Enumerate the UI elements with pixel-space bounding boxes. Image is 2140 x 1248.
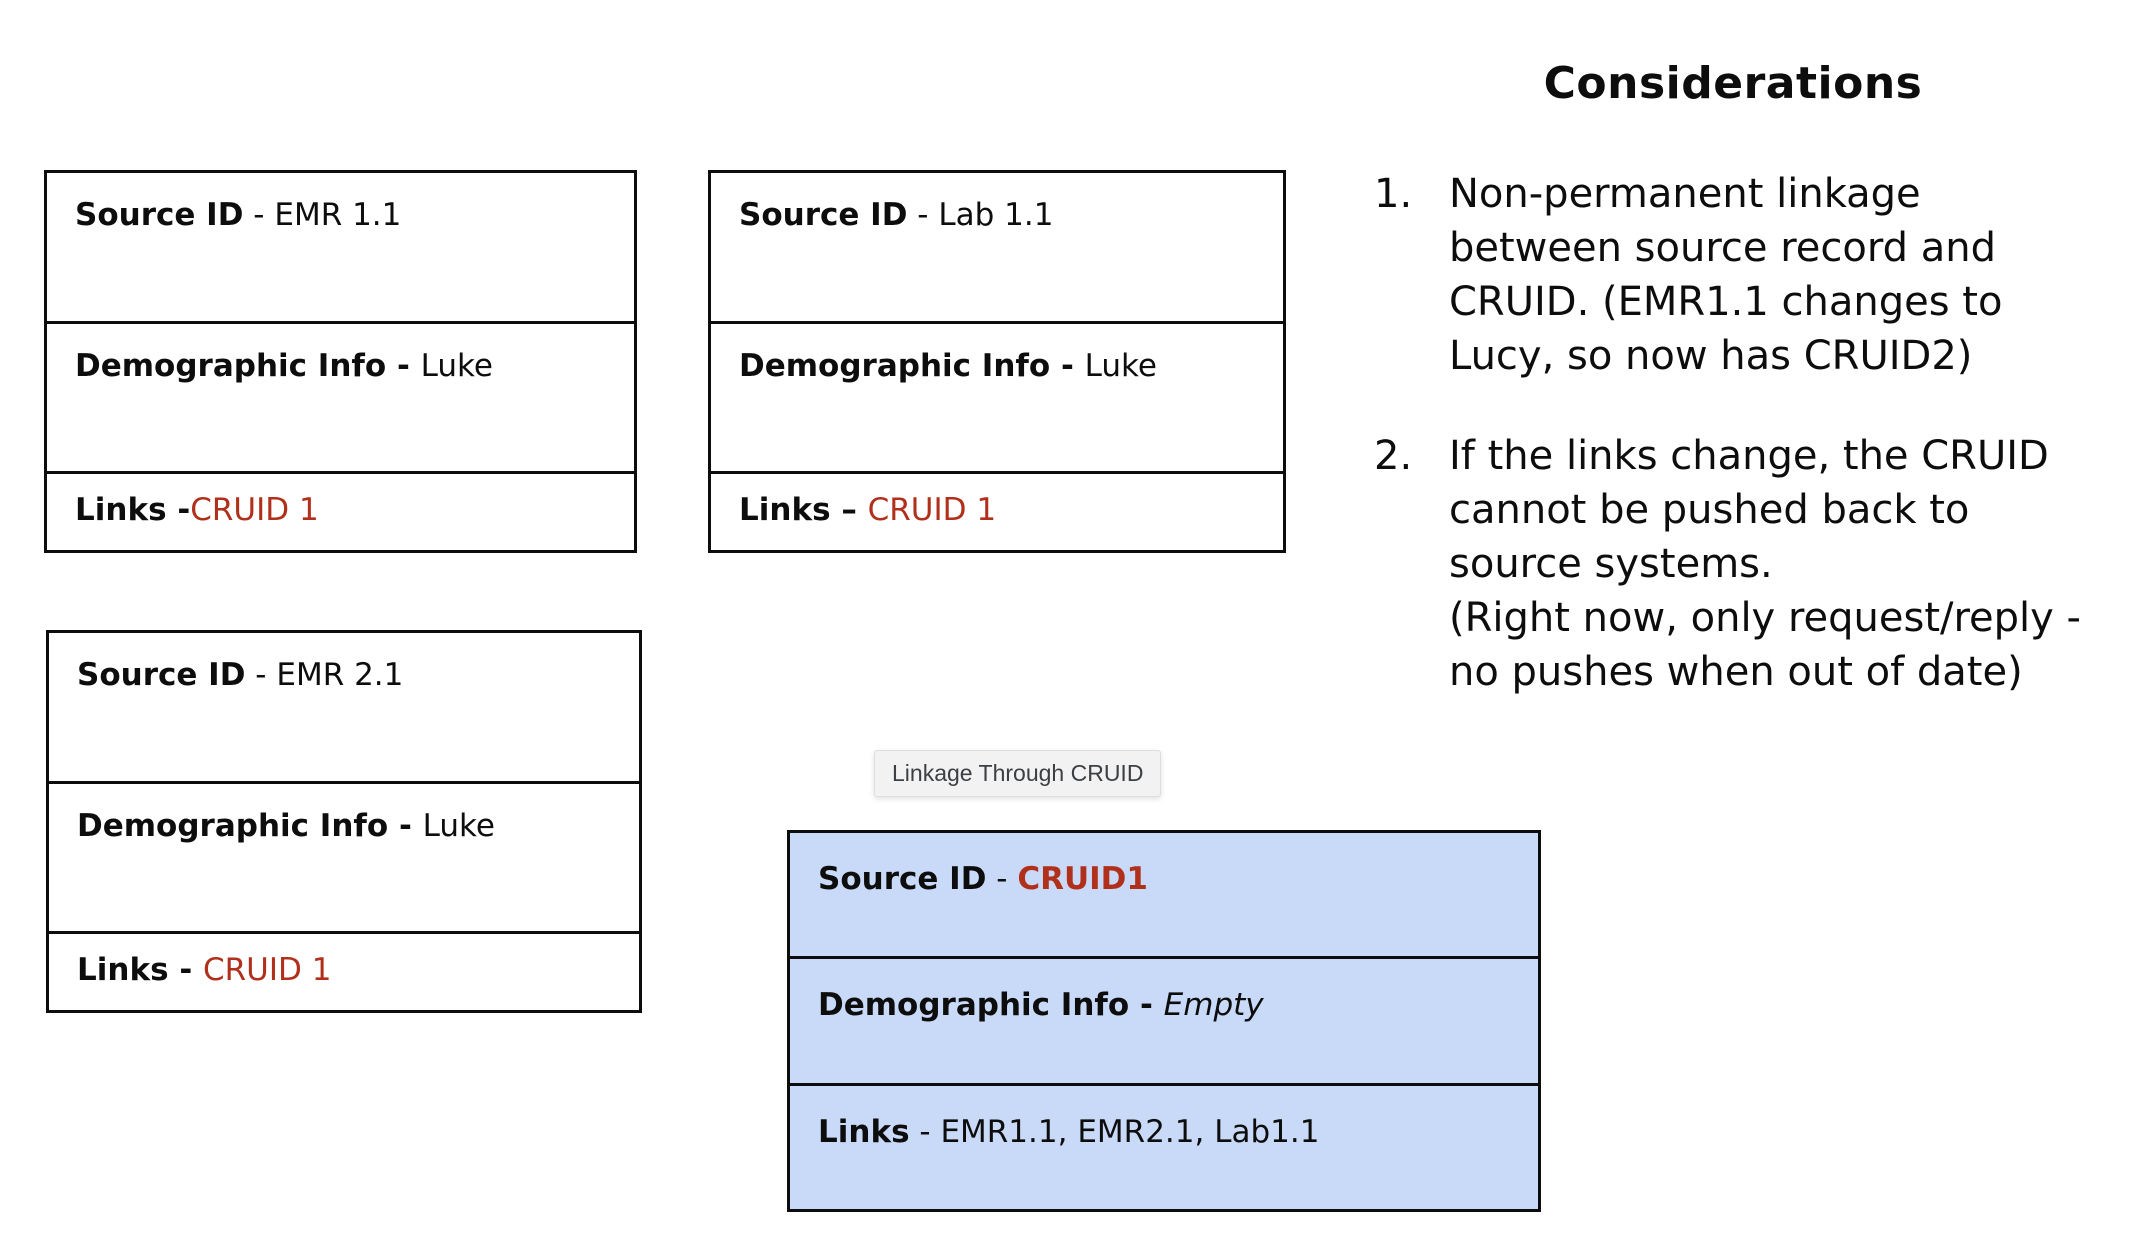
considerations-title: Considerations	[1543, 58, 1923, 109]
separator: -	[909, 1113, 941, 1150]
demographic-info-row: Demographic Info - Empty	[790, 956, 1538, 1082]
separator: -	[166, 492, 191, 528]
separator: -	[168, 952, 203, 988]
consideration-item-2: 2. If the links change, the CRUID cannot…	[1350, 429, 2116, 699]
source-id-label: Source ID	[818, 861, 987, 897]
source-id-value: Lab 1.1	[938, 197, 1054, 233]
source-id-row: Source ID - EMR 2.1	[49, 633, 639, 781]
demographic-info-value: Luke	[1084, 348, 1157, 384]
source-id-row: Source ID - Lab 1.1	[711, 173, 1283, 321]
demographic-info-label: Demographic Info	[77, 808, 389, 844]
consideration-text: If the links change, the CRUID cannot be…	[1449, 433, 2081, 695]
source-id-label: Source ID	[75, 197, 244, 233]
source-id-value: EMR 2.1	[276, 657, 404, 693]
links-row: Links – CRUID 1	[711, 471, 1283, 550]
record-box-cruid1: Source ID - CRUID1 Demographic Info - Em…	[787, 830, 1541, 1212]
separator: -	[245, 657, 277, 693]
demographic-info-label: Demographic Info	[739, 348, 1051, 384]
links-row: Links - EMR1.1, EMR2.1, Lab1.1	[790, 1082, 1538, 1209]
demographic-info-row: Demographic Info - Luke	[47, 321, 634, 471]
links-row: Links -CRUID 1	[47, 471, 634, 550]
demographic-info-value: Empty	[1163, 987, 1264, 1024]
record-box-lab1-1: Source ID - Lab 1.1 Demographic Info - L…	[708, 170, 1286, 553]
links-row: Links - CRUID 1	[49, 931, 639, 1010]
source-id-value: EMR 1.1	[274, 197, 402, 233]
demographic-info-row: Demographic Info - Luke	[711, 321, 1283, 471]
demographic-info-value: Luke	[422, 808, 495, 844]
source-id-row: Source ID - EMR 1.1	[47, 173, 634, 321]
demographic-info-value: Luke	[420, 348, 493, 384]
links-label: Links	[75, 492, 167, 528]
separator: -	[986, 861, 1018, 897]
source-id-value: CRUID1	[1017, 861, 1148, 897]
considerations-panel: Considerations 1. Non-permanent linkage …	[1350, 58, 2116, 745]
links-label: Links	[77, 952, 169, 988]
demographic-info-label: Demographic Info	[818, 987, 1130, 1024]
consideration-text: Non-permanent linkage between source rec…	[1449, 171, 2003, 379]
separator: -	[388, 808, 423, 844]
links-value: CRUID 1	[202, 952, 332, 988]
separator: –	[830, 492, 868, 528]
demographic-info-row: Demographic Info - Luke	[49, 781, 639, 931]
linkage-tooltip-label: Linkage Through CRUID	[892, 760, 1144, 786]
separator: -	[1050, 348, 1085, 384]
links-value: EMR1.1, EMR2.1, Lab1.1	[940, 1113, 1320, 1150]
source-id-label: Source ID	[77, 657, 246, 693]
record-box-emr1-1: Source ID - EMR 1.1 Demographic Info - L…	[44, 170, 637, 553]
list-number: 1.	[1374, 171, 1413, 217]
source-id-row: Source ID - CRUID1	[790, 833, 1538, 956]
links-value: CRUID 1	[867, 492, 997, 528]
separator: -	[386, 348, 421, 384]
links-value: CRUID 1	[190, 492, 319, 528]
demographic-info-label: Demographic Info	[75, 348, 387, 384]
linkage-tooltip: Linkage Through CRUID	[874, 750, 1162, 797]
list-number: 2.	[1374, 433, 1413, 479]
separator: -	[1129, 987, 1164, 1024]
source-id-label: Source ID	[739, 197, 908, 233]
consideration-item-1: 1. Non-permanent linkage between source …	[1350, 167, 2116, 383]
separator: -	[907, 197, 939, 233]
separator: -	[243, 197, 275, 233]
links-label: Links	[739, 492, 831, 528]
links-label: Links	[818, 1113, 910, 1150]
record-box-emr2-1: Source ID - EMR 2.1 Demographic Info - L…	[46, 630, 642, 1013]
